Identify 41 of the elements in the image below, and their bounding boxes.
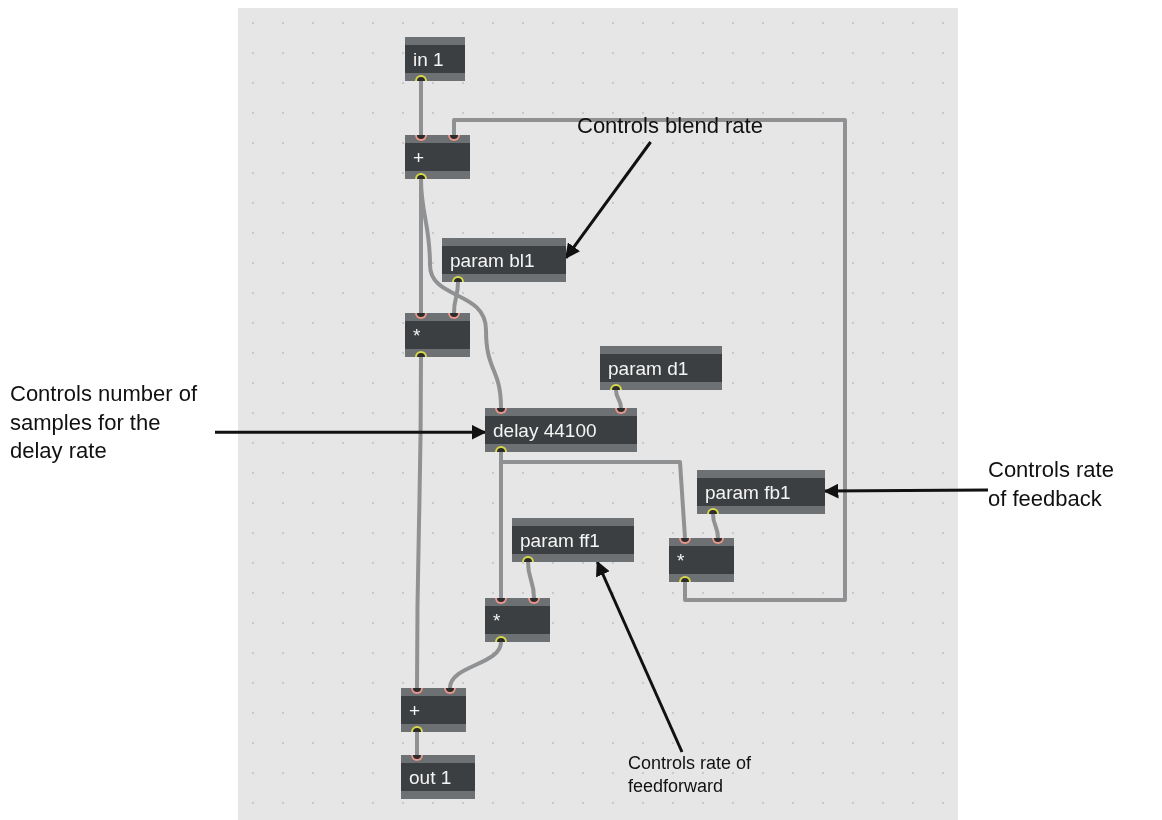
object-box [600,346,722,390]
object-box [697,470,825,514]
patch-cord [419,81,423,135]
patch-cord [415,357,423,688]
object-label: + [409,700,421,720]
patch-cord [448,641,503,689]
object-box [405,37,465,81]
object-box [512,518,634,562]
arrow [215,424,487,440]
object-label: param fb1 [705,482,791,502]
annotation-text: Controls rate of feedforward [628,752,753,799]
patch-cord [499,452,687,539]
patch-cord [452,281,460,314]
object-label: out 1 [409,767,452,787]
object-label: delay 44100 [493,420,597,440]
object-box [401,755,475,799]
object-box [405,313,470,357]
annotation-text: Controls number of samples for the delay rate [10,380,199,466]
object-box [405,135,470,179]
object-label: * [413,325,421,345]
object-label: * [677,550,685,570]
patch-cord [614,389,623,409]
arrow [596,560,684,753]
object-box [401,688,466,732]
annotation-text: Controls rate of feedback [988,456,1115,513]
patch-cord [419,178,503,409]
object-box [485,598,550,642]
object-label: param bl1 [450,250,535,270]
object-label: * [493,610,501,630]
annotation-text: Controls blend rate [577,112,764,140]
object-box [669,538,734,582]
object-box [485,408,637,452]
object-box [442,238,566,282]
patch-cord [711,513,720,539]
patch-cord [452,118,847,602]
object-label: in 1 [413,49,444,69]
object-label: param ff1 [520,530,600,550]
object-label: param d1 [608,358,689,378]
patch-cord [415,732,419,755]
object-label: + [413,147,425,167]
patch-cord [526,561,536,599]
